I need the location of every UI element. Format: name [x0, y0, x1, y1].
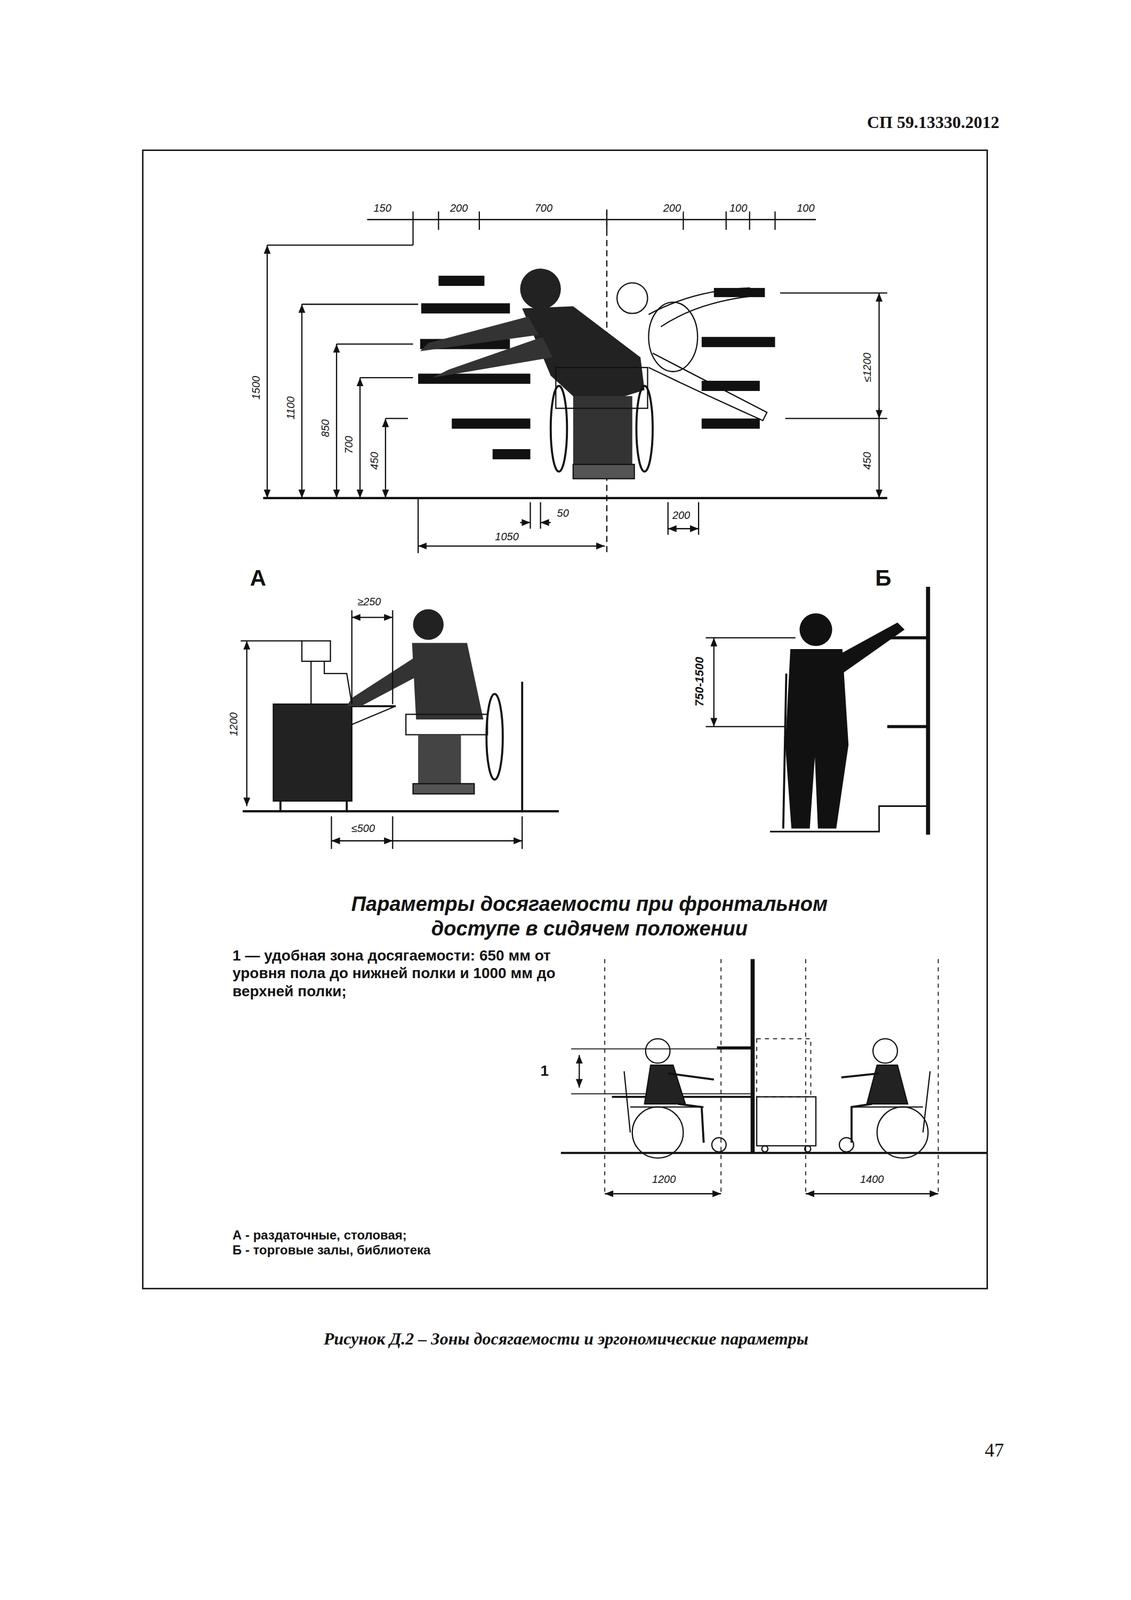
dimension-value: ≤1200 [861, 350, 873, 384]
dimension-value: 700 [533, 202, 555, 214]
figure-frame [142, 150, 988, 1289]
dimension-value: 1500 [250, 374, 262, 402]
dimension-value: 150 [372, 202, 393, 214]
dimension-value: 200 [448, 202, 470, 214]
dimension-value: 200 [661, 202, 683, 214]
note-text: Б [875, 565, 892, 591]
dimension-value: 200 [670, 509, 692, 521]
dimension-value: 1050 [493, 530, 521, 543]
dimension-value: 50 [555, 507, 571, 519]
note-text: 47 [984, 1439, 1005, 1462]
note-text: СП 59.13330.2012 [867, 113, 1000, 132]
note-text: 1 — удобная зона досягаемости: 650 мм от… [232, 946, 559, 1001]
dimension-value: 100 [795, 202, 816, 214]
wheelchair-user [420, 268, 767, 479]
dimension-value: 750-1500 [693, 654, 707, 708]
dimension-value: 850 [319, 418, 332, 439]
note-text: А [250, 565, 267, 591]
dimension-value: 100 [727, 202, 749, 214]
figure-caption: Рисунок Д.2 – Зоны досягаемости и эргоно… [323, 1329, 809, 1349]
dimension-value: 450 [368, 450, 381, 472]
dimension-value: 450 [861, 450, 873, 472]
figure-heading: Параметры досягаемости при фронтальном д… [334, 892, 845, 942]
dimension-lines [267, 211, 888, 553]
shelving-wall [705, 586, 928, 835]
dimension-value: ≤500 [349, 822, 377, 834]
note-text: Б - торговые залы, библиотека [232, 1242, 431, 1257]
dimension-value: 1200 [227, 710, 240, 739]
frontal-access-scene [560, 958, 988, 1194]
note-text: 1 [540, 1062, 549, 1080]
dimension-value: ≥250 [355, 595, 383, 608]
dimension-value: 1100 [284, 394, 297, 421]
dimension-value: 1400 [858, 1173, 886, 1185]
serving-counter [240, 608, 559, 849]
dimension-value: 1200 [650, 1173, 678, 1185]
dimension-value: 700 [342, 434, 355, 455]
note-text: А - раздаточные, столовая; [232, 1228, 407, 1242]
floor-line [262, 496, 887, 500]
